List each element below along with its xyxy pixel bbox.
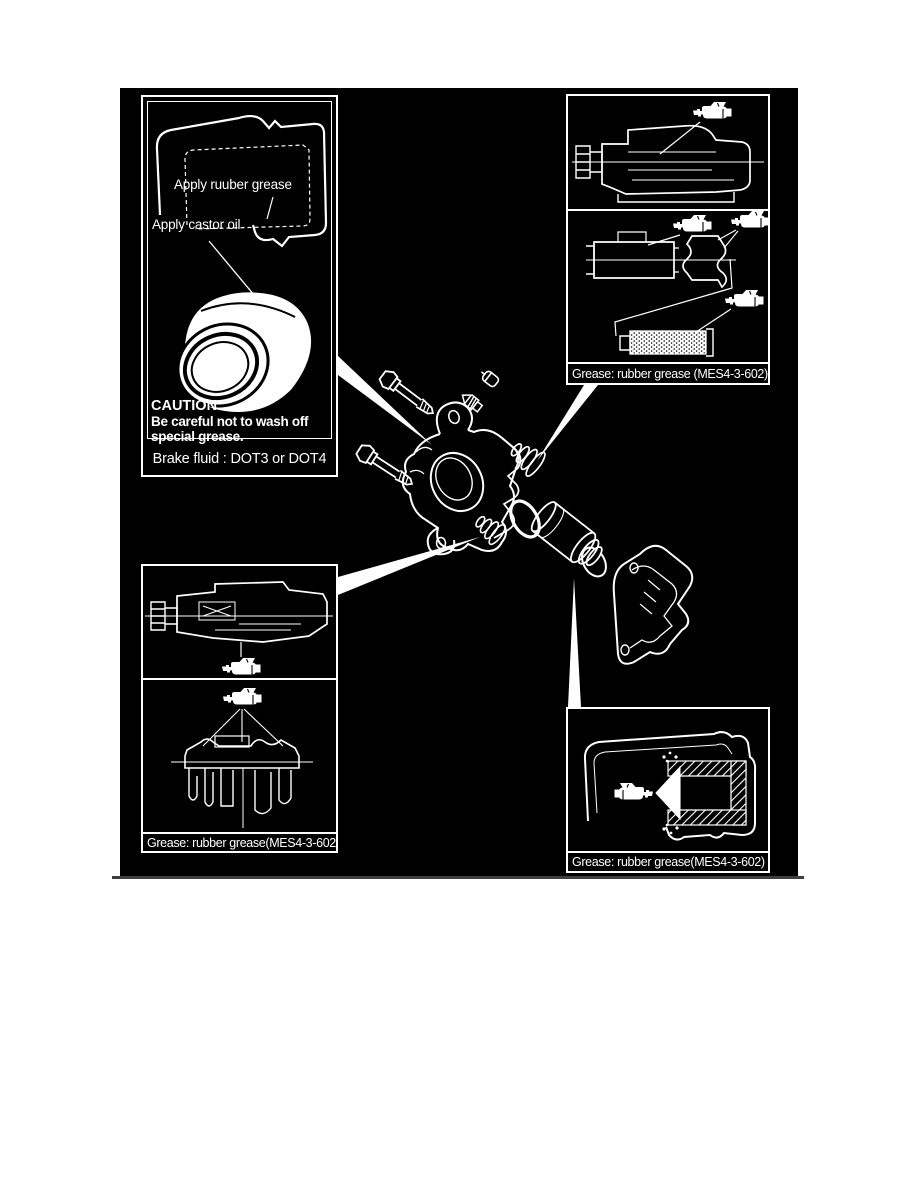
caption-rubber-grease-bottom-left: Grease: rubber grease(MES4-3-602) [143,832,336,851]
pin-grease-illustration [568,101,768,357]
retaining-ring [581,546,607,578]
panel-pin-grease-bottom-left: Grease: rubber grease(MES4-3-602) [141,564,338,853]
panel-leader-lines [338,356,598,707]
sleeve-leader-polyline [614,258,733,337]
boot-cross-section [171,735,313,828]
caution-line-2: special grease. [151,429,244,444]
figure-bottom-rule [112,876,804,879]
knurled-sleeve [619,328,714,357]
torque-member-bracket [612,544,694,665]
grease-gun-icon [221,657,261,676]
castor-oil-leader-line [208,240,260,302]
pin-boot-upper [510,443,546,477]
caption-rubber-grease-top-right: Grease: rubber grease (MES4-3-602) [568,362,768,383]
label-apply-castor-oil: Apply castor oil [152,217,241,232]
grease-leader-line [695,308,732,333]
boot-section [682,235,728,289]
panel-pin-grease-top: Grease: rubber grease (MES4-3-602) [566,94,770,385]
grease-gun-icon [730,210,768,229]
panel-piston-caution: Apply ruuber grease Apply castor oil CAU… [141,95,338,477]
pin-boot-lower [475,515,506,546]
caution-block: CAUTION Be careful not to wash off speci… [151,398,333,444]
grease-gun-icon [222,687,262,706]
caliper-and-piston-illustration [155,114,328,412]
lock-pin-bolt-lower [355,444,414,486]
pin-bore-section [586,231,736,279]
label-apply-rubber-grease: Apply ruuber grease [174,177,292,192]
grease-leader-line [659,121,701,155]
grease-gun-icon [672,214,712,233]
grease-gun-icon [614,782,654,801]
caliper-claw-outline [583,731,757,841]
leader-top-right [537,385,598,461]
caliper-body [401,401,522,556]
bleeder-screw [461,394,484,413]
grease-leader-line [717,229,739,249]
piston [530,501,603,567]
caliper-bore-illustration [583,731,757,841]
leader-bottom-left [338,537,480,595]
pin-and-boot-illustration [143,581,336,828]
leader-bottom-right [568,578,581,707]
grease-leader-line [647,234,681,246]
caliper-cross-section [155,114,328,248]
caution-line-1: Be careful not to wash off [151,414,309,429]
exploded-view-illustration [338,356,694,707]
caliper-pin-section [145,581,333,643]
piston-seal-ring [509,499,541,539]
piston-illustration [176,292,312,412]
grease-speckles [662,751,679,835]
panel-bore-grease: Grease: rubber grease(MES4-3-602) [566,707,770,873]
panel-piston-inner-frame [147,101,332,439]
grease-direction-arrow [655,765,681,821]
brake-fluid-note: Brake fluid : DOT3 or DOT4 [152,451,327,467]
grease-gun-icon [692,101,732,120]
bore-hatched-walls [667,760,747,826]
caption-rubber-grease-bottom-right: Grease: rubber grease(MES4-3-602) [568,851,768,871]
caliper-side-section [572,124,764,203]
caution-title: CAUTION [151,398,218,414]
brake-caliper-figure: Apply ruuber grease Apply castor oil CAU… [120,88,798,876]
bleeder-cap [480,370,500,388]
grease-gun-icon [724,289,764,308]
leader-top-left [338,356,432,445]
lock-pin-bolt-upper [378,370,434,415]
